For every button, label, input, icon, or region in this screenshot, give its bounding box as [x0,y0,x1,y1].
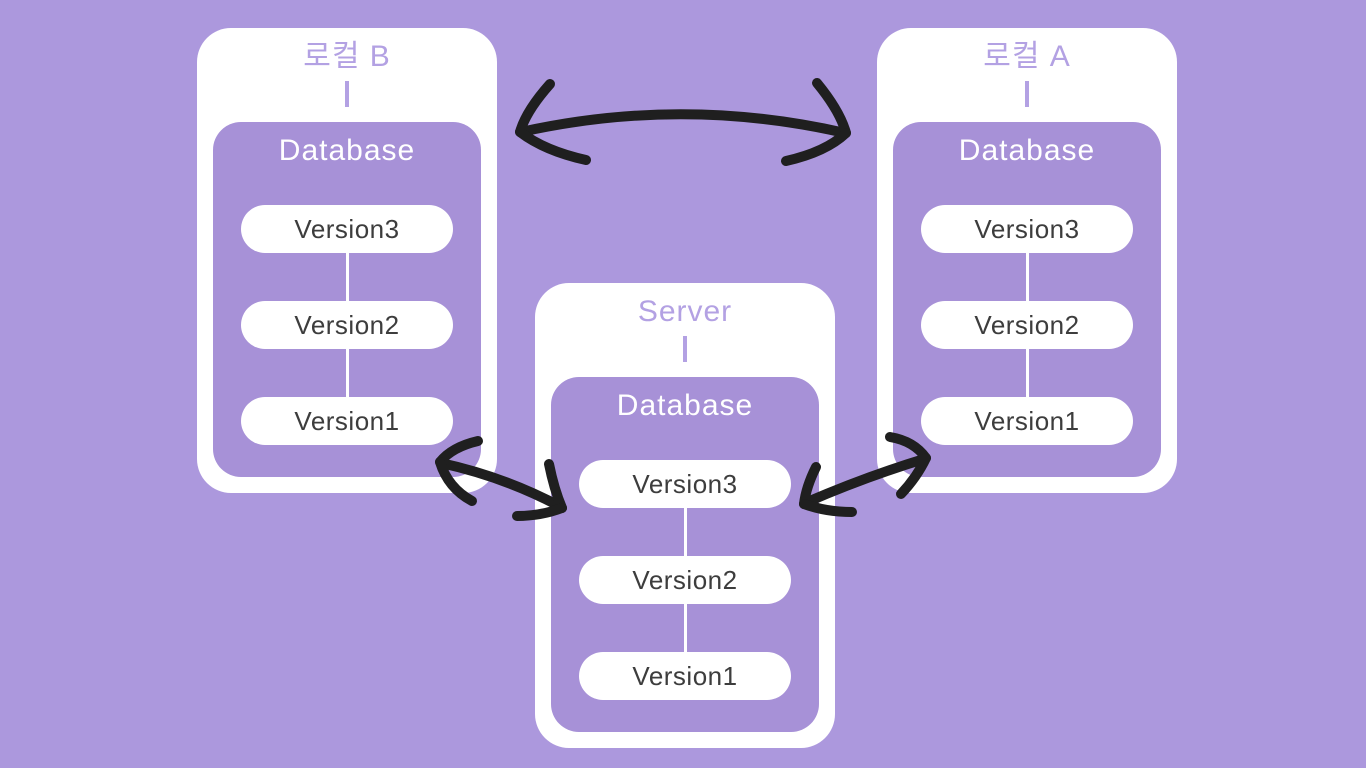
version-pill: Version3 [579,460,791,508]
version-connector-line [683,508,687,556]
version-pill: Version2 [241,301,453,349]
version-stack: Version3 Version2 Version1 [551,460,819,700]
database-label: Database [958,134,1096,167]
node-local-b: 로컬 B Database Version3 Version2 Version1 [197,28,497,493]
node-title: 로컬 B [303,40,391,73]
node-server: Server Database Version3 Version2 Versio… [535,283,835,748]
version-stack: Version3 Version2 Version1 [213,205,481,445]
sync-arrow-local-b-local-a-icon [515,78,851,166]
version-pill: Version1 [921,397,1133,445]
node-title: 로컬 A [983,40,1071,73]
database-label: Database [616,389,754,422]
title-connector-line [345,80,349,107]
version-pill: Version2 [921,301,1133,349]
database-label: Database [278,134,416,167]
database-box: Database Version3 Version2 Version1 [893,122,1161,477]
version-connector-line [345,253,349,301]
version-pill: Version1 [579,652,791,700]
version-connector-line [345,349,349,397]
version-pill: Version2 [579,556,791,604]
version-connector-line [683,604,687,652]
node-local-a: 로컬 A Database Version3 Version2 Version1 [877,28,1177,493]
database-box: Database Version3 Version2 Version1 [213,122,481,477]
version-stack: Version3 Version2 Version1 [893,205,1161,445]
database-box: Database Version3 Version2 Version1 [551,377,819,732]
title-connector-line [1025,80,1029,107]
node-title: Server [637,295,733,328]
title-connector-line [683,335,687,362]
version-connector-line [1025,349,1029,397]
version-pill: Version3 [241,205,453,253]
version-pill: Version3 [921,205,1133,253]
version-pill: Version1 [241,397,453,445]
version-connector-line [1025,253,1029,301]
